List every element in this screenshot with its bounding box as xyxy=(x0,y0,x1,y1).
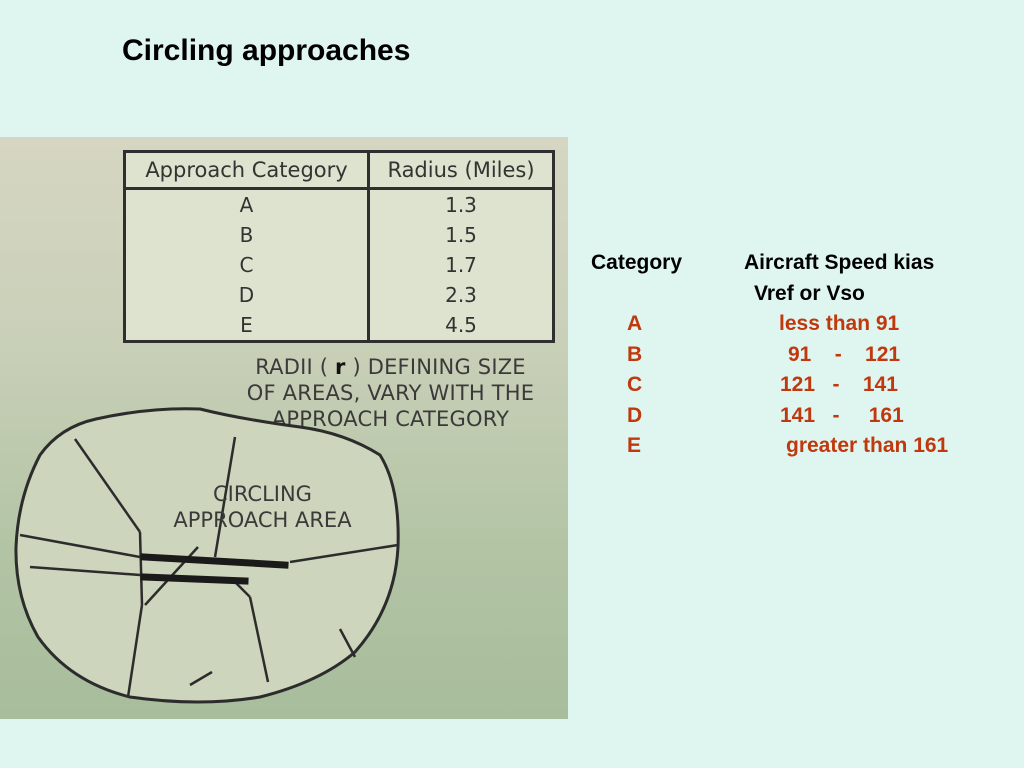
radius-cell: 4.5 xyxy=(367,310,554,342)
table-row: D 2.3 xyxy=(123,280,554,310)
category-cell: A xyxy=(123,188,369,220)
radius-cell: 1.7 xyxy=(367,250,554,280)
header-approach-category: Approach Category xyxy=(123,151,369,190)
caption-line-3: APPROACH CATEGORY xyxy=(271,407,510,431)
category-cell: B xyxy=(123,220,369,250)
caption-line-2: OF AREAS, VARY WITH THE xyxy=(246,381,535,405)
speed-range: 91 - 121 xyxy=(788,342,901,366)
speed-range: 121 - 141 xyxy=(780,373,898,396)
category-letter: D xyxy=(627,403,643,427)
area-label-line-1: CIRCLING xyxy=(213,482,312,506)
radii-caption: RADII ( r ) DEFINING SIZE OF AREAS, VARY… xyxy=(218,354,563,432)
category-letter: A xyxy=(627,312,643,335)
table-row: E 4.5 xyxy=(123,310,554,342)
speed-range: greater than 161 xyxy=(786,434,949,457)
radius-cell: 1.5 xyxy=(367,220,554,250)
table-row: B 1.5 xyxy=(123,220,554,250)
slide-title: Circling approaches xyxy=(122,34,411,67)
circling-area-label: CIRCLING APPROACH AREA xyxy=(145,481,380,533)
radius-cell: 1.3 xyxy=(367,188,554,220)
circling-area-diagram xyxy=(14,407,400,704)
speed-range: less than 91 xyxy=(779,312,900,335)
category-letter: B xyxy=(627,342,643,366)
table-row: A 1.3 xyxy=(123,188,554,220)
category-cell: D xyxy=(123,280,369,310)
area-label-line-2: APPROACH AREA xyxy=(173,508,352,532)
radius-symbol: r xyxy=(335,355,346,379)
caption-line-1: RADII ( r ) DEFINING SIZE xyxy=(255,355,526,379)
circling-area-boundary xyxy=(14,407,400,704)
table-row: C 1.7 xyxy=(123,250,554,280)
radius-table-header: Approach Category Radius (Miles) xyxy=(123,151,554,190)
circling-approach-figure: Approach Category Radius (Miles) A 1.3 B… xyxy=(0,137,568,719)
category-cell: E xyxy=(123,310,369,342)
category-cell: C xyxy=(123,250,369,280)
header-vref-vso: Vref or Vso xyxy=(754,281,865,305)
category-letter: E xyxy=(627,434,642,457)
category-letter: C xyxy=(627,373,643,396)
radius-table: Approach Category Radius (Miles) A 1.3 B… xyxy=(123,150,555,343)
header-radius-miles: Radius (Miles) xyxy=(367,151,554,190)
header-aircraft-speed: Aircraft Speed kias xyxy=(744,251,935,274)
header-category: Category xyxy=(591,251,683,274)
radius-cell: 2.3 xyxy=(367,280,554,310)
speed-range: 141 - 161 xyxy=(780,403,904,427)
